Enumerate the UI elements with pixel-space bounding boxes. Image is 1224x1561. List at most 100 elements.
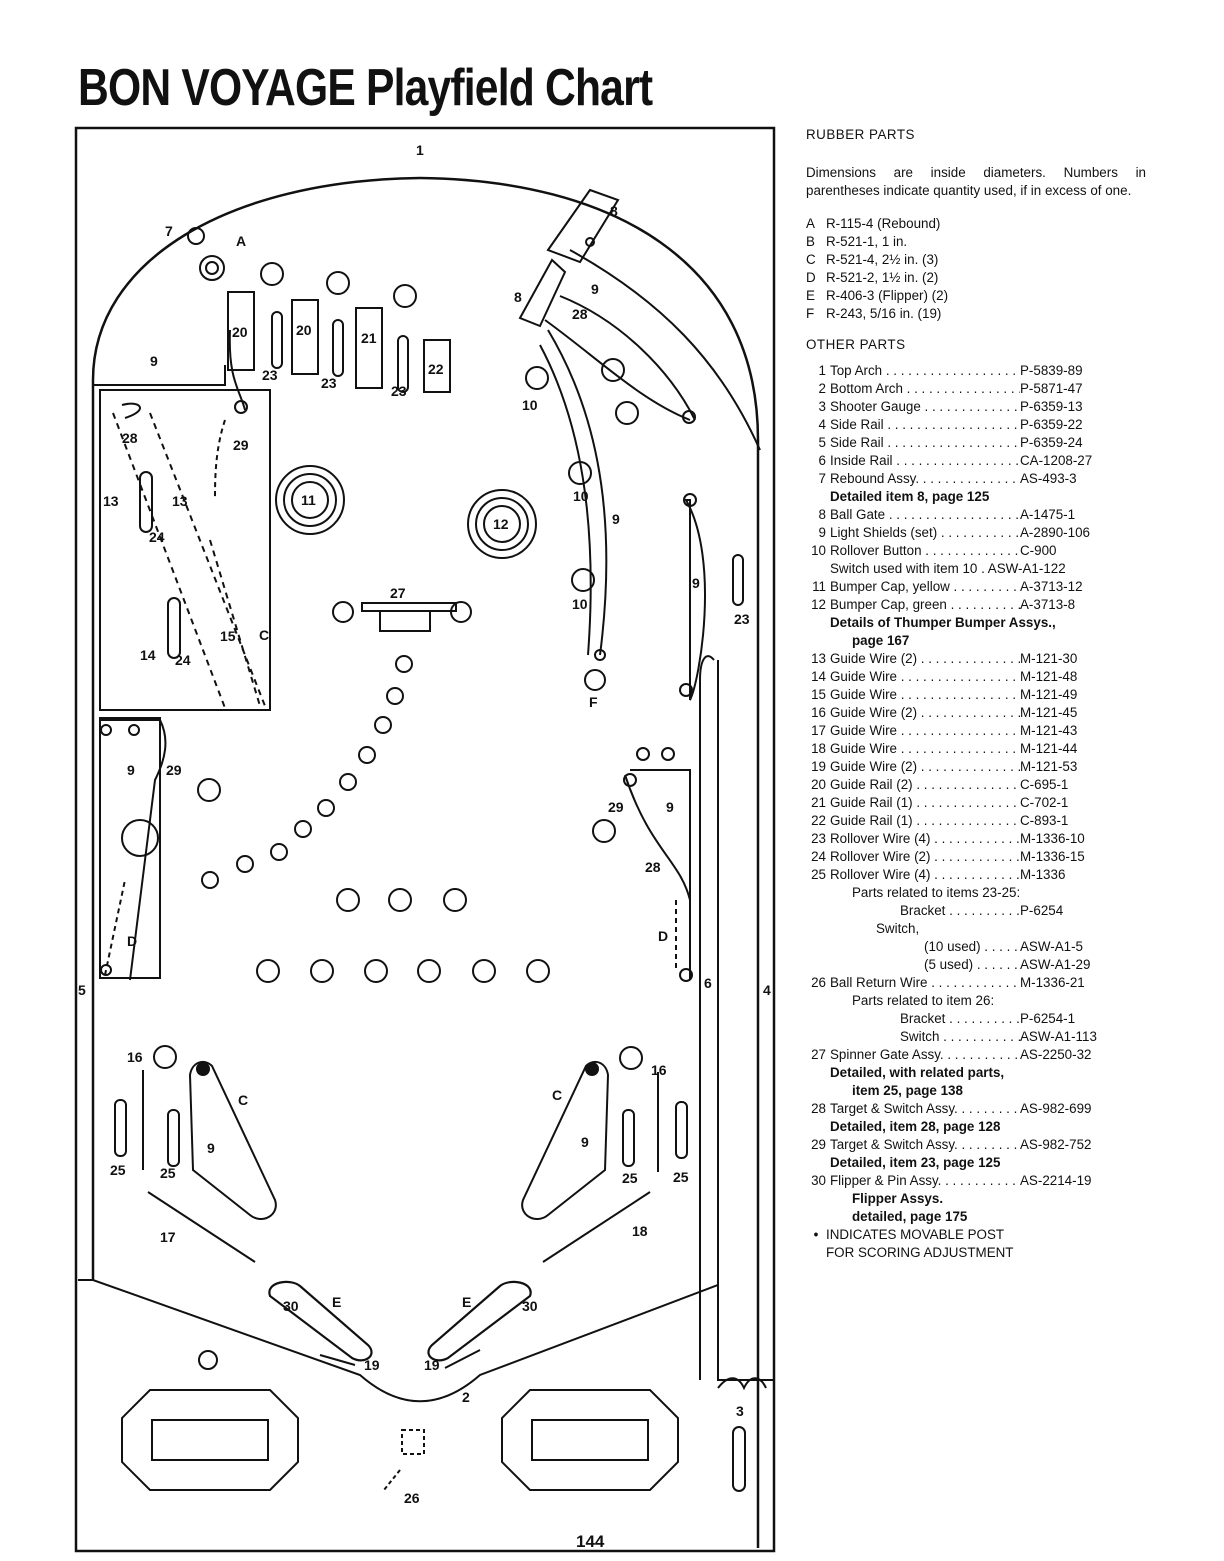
part-description: Guide Wire [830,722,1020,740]
rubber-part-text: R-521-1, 1 in. [826,234,908,249]
rollover-button-10c [571,568,595,592]
rollover-slot-24a [139,471,153,533]
guide-wire-15 [209,539,261,707]
left-lane-guide [228,329,246,411]
label-9-b: 9 [591,281,599,297]
related-part-spacer [806,956,924,974]
ball-gate-pin [585,237,595,247]
part-description: Rollover Wire (2) [830,848,1020,866]
ball-gate-8 [546,188,620,264]
label-6: 6 [704,975,712,991]
movable-post-right [585,1062,599,1076]
right-apron-card [501,1389,679,1491]
label-C-a: C [259,627,269,643]
left-upper-rail [93,365,226,386]
label-20-a: 20 [232,324,248,340]
part-code: AS-493-3 [1020,471,1077,486]
other-parts-heading: OTHER PARTS [806,337,906,352]
movable-post-note: • INDICATES MOVABLE POST [806,1226,1146,1244]
light-shield-9-right [684,499,706,701]
related-part-code: ASW-A1-113 [1020,1029,1097,1044]
label-25-a: 25 [110,1162,126,1178]
part-number: 18 [811,741,826,756]
part-code: M-121-48 [1020,669,1078,684]
left-apron-window [151,1419,269,1461]
playfield-diagram: 1 2 3 4 5 6 7 8 8 9 9 9 9 9 9 9 9 10 10 … [74,126,776,1553]
part-note: Parts related to items 23-25: [852,885,1021,900]
label-13-a: 13 [103,493,119,509]
ball-return-wire-26 [401,1429,425,1455]
right-post-a [636,747,650,761]
guide-rail-22 [423,339,451,393]
part-number: 21 [811,795,826,810]
rollover-button-10a [525,366,549,390]
guide-wire-18 [542,1191,651,1263]
light-shield-9-top [518,258,567,328]
guide-wire-17 [147,1191,256,1263]
label-23-c: 23 [391,383,407,399]
part-number: 24 [811,849,826,864]
part-description: Bumper Cap, yellow [830,578,1020,596]
shooter-gauge [717,1377,767,1391]
part-number: 28 [811,1101,826,1116]
part-code: P-5871-47 [1020,381,1083,396]
label-30-a: 30 [283,1298,299,1314]
right-lane-arc-inner [544,319,691,421]
part-description: Guide Wire (2) [830,704,1020,722]
label-14: 14 [140,647,156,663]
part-number: 11 [812,579,826,594]
light-row2-3 [364,959,388,983]
part-detail-note: Detailed, item 23, page 125 [830,1155,1001,1170]
part-description: Guide Rail (1) [830,812,1020,830]
light-row1-1 [336,888,360,912]
rubber-F [584,669,606,691]
label-5: 5 [78,982,86,998]
part-number: 26 [811,975,826,990]
post-right-2 [615,401,639,425]
part-description: Guide Wire (2) [830,758,1020,776]
part-description: Target & Switch Assy. [830,1136,1020,1154]
wire-29-left [214,419,226,501]
part-number: 16 [811,705,826,720]
part-code: A-2890-106 [1020,525,1090,540]
bumper-11-outer [275,465,345,535]
spinner-post-left [332,601,354,623]
center-post-4 [358,746,376,764]
rubber-part-text: R-115-4 (Rebound) [826,216,941,231]
center-post-5 [339,773,357,791]
right-lane-arc-outer [559,295,696,421]
right-orbit-post [683,493,697,507]
guide-wire-14 [149,412,266,707]
part-description: Guide Rail (1) [830,794,1020,812]
left-flipper-30 [268,1280,373,1362]
part-code: P-6359-22 [1020,417,1083,432]
left-apron-card [121,1389,299,1491]
center-post-1 [395,655,413,673]
label-C-b: C [238,1092,248,1108]
part-number: 6 [818,453,826,468]
post-top-2 [326,271,350,295]
center-post-2 [386,687,404,705]
part-description: Target & Switch Assy. [830,1100,1020,1118]
label-25-d: 25 [673,1169,689,1185]
part-description: Rollover Button [830,542,1020,560]
related-part-code: P-6254 [1020,903,1064,918]
related-part-description: Switch [900,1028,1020,1046]
part-number: 17 [811,723,826,738]
label-22: 22 [428,361,444,377]
part-code: AS-982-752 [1020,1137,1092,1152]
post-top-3 [393,284,417,308]
part-number: 10 [811,543,826,558]
center-post-3 [374,716,392,734]
rollover-25a [114,1099,127,1157]
center-post-6 [317,799,335,817]
